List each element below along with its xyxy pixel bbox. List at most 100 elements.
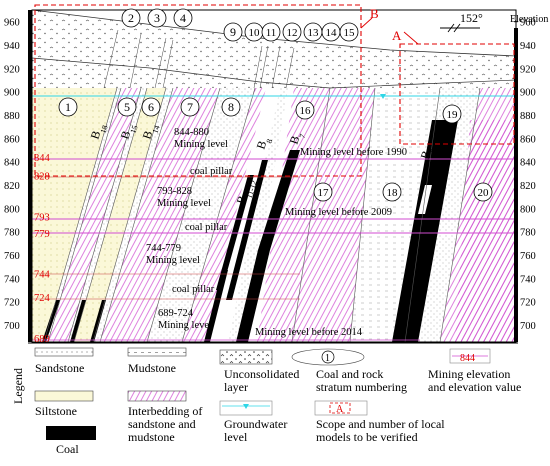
local-model-box-b: B bbox=[34, 4, 379, 177]
orientation-indicator: 152° bbox=[440, 11, 483, 33]
elevation-axis-label: Elevation (m) bbox=[510, 14, 550, 25]
elevation-tick-left: 860 bbox=[4, 134, 20, 145]
stratum-number-5: 5 bbox=[117, 97, 137, 117]
stratum-number-6: 6 bbox=[141, 97, 161, 117]
elevation-tick-left: 920 bbox=[4, 64, 20, 75]
svg-text:4: 4 bbox=[180, 11, 186, 25]
legend-sandstone-swatch bbox=[34, 347, 94, 357]
svg-text:1: 1 bbox=[65, 100, 71, 114]
stratum-number-7: 7 bbox=[180, 97, 200, 117]
stratum-18 bbox=[350, 88, 440, 342]
coal-pillar-3: coal pillar bbox=[172, 284, 215, 295]
legend-numbering-label: Coal and rock stratum numbering bbox=[316, 367, 407, 394]
legend-mining-elev-sample: 844 bbox=[460, 353, 475, 364]
stratum-number-9: 9 bbox=[223, 22, 243, 42]
stratum-number-12: 12 bbox=[282, 22, 302, 42]
legend-mining-elev-label: Mining elevation and elevation value bbox=[428, 367, 522, 394]
elevation-tick-right: 960 bbox=[520, 18, 536, 29]
svg-text:12: 12 bbox=[287, 27, 298, 39]
stratum-number-4: 4 bbox=[173, 8, 193, 28]
legend-scope-swatch bbox=[314, 400, 368, 416]
label-before-2014: Mining level before 2014 bbox=[255, 327, 363, 338]
seam-b7-b bbox=[236, 250, 270, 342]
svg-text:13: 13 bbox=[308, 27, 320, 39]
legend-siltstone-label: Siltstone bbox=[35, 404, 78, 418]
legend-numbering-sample: 1 bbox=[325, 353, 330, 364]
elevation-tick-left: 880 bbox=[4, 111, 20, 122]
legend-unconsolidated-swatch bbox=[219, 349, 273, 365]
elevation-tick-left: 940 bbox=[4, 41, 20, 52]
svg-text:15: 15 bbox=[344, 27, 356, 39]
svg-text:9: 9 bbox=[230, 25, 236, 39]
local-model-box-a: A bbox=[392, 28, 515, 145]
stratum-number-1: 1 bbox=[58, 97, 78, 117]
seam-b11-12-b bbox=[216, 175, 254, 290]
elevation-tick-left: 960 bbox=[4, 18, 20, 29]
elevation-tick-left: 820 bbox=[4, 181, 20, 192]
elevation-tick-right: 720 bbox=[520, 298, 536, 309]
stratum-number-16: 16 bbox=[295, 100, 315, 120]
bedrock-surface bbox=[31, 57, 517, 89]
elevation-tick-left: 740 bbox=[4, 274, 20, 285]
svg-text:16: 16 bbox=[300, 105, 312, 117]
legend-numbering-swatch bbox=[291, 348, 365, 366]
stratum-number-15: 15 bbox=[339, 22, 359, 42]
elevation-tick-left: 900 bbox=[4, 88, 20, 99]
legend-interbedding-label: Interbedding of sandstone and mudstone bbox=[128, 404, 203, 444]
stratum-number-3: 3 bbox=[147, 8, 167, 28]
stratum-number-19: 19 bbox=[442, 104, 462, 124]
mining-elevation-value: 689 bbox=[34, 334, 50, 345]
legend-coal-label: Coal bbox=[56, 442, 79, 456]
seam-b8 bbox=[226, 160, 268, 300]
stratum-17 bbox=[292, 88, 375, 342]
label-before-1990: Mining level before 1990 bbox=[300, 147, 407, 158]
elevation-tick-left: 700 bbox=[4, 321, 20, 332]
svg-text:8: 8 bbox=[228, 100, 234, 114]
seam-b6 bbox=[392, 120, 458, 342]
stratum-number-20: 20 bbox=[473, 182, 493, 202]
stratum-3 bbox=[48, 88, 141, 342]
legend-groundwater-label: Groundwater level bbox=[224, 417, 288, 444]
stratum-number-14: 14 bbox=[321, 22, 341, 42]
legend-mudstone-label: Mudstone bbox=[128, 361, 176, 375]
legend-sandstone-label: Sandstone bbox=[35, 361, 85, 375]
legend-mining-elev-swatch bbox=[449, 348, 491, 364]
elevation-tick-right: 820 bbox=[520, 181, 536, 192]
elevation-tick-right: 940 bbox=[520, 41, 536, 52]
stratum-16 bbox=[257, 88, 330, 342]
stratum-number-18: 18 bbox=[382, 182, 402, 202]
legend-interbedding-swatch bbox=[127, 390, 187, 402]
stratum-7 bbox=[100, 88, 220, 342]
mining-elevation-value: 744 bbox=[34, 270, 51, 281]
coal-pillar-2: coal pillar bbox=[185, 222, 228, 233]
stratum-number-10: 10 bbox=[244, 22, 264, 42]
mining-elevation-value: 844 bbox=[34, 153, 51, 164]
seam-b6-gap bbox=[418, 185, 432, 214]
svg-text:7: 7 bbox=[187, 100, 193, 114]
stratum-number-2: 2 bbox=[121, 8, 141, 28]
mining-elevation-value: 724 bbox=[34, 293, 51, 304]
legend-mudstone-swatch bbox=[127, 347, 187, 357]
stratum-number-13: 13 bbox=[303, 22, 323, 42]
groundwater-marker bbox=[380, 94, 386, 99]
elevation-tick-right: 920 bbox=[520, 64, 536, 75]
label-before-2009: Mining level before 2009 bbox=[285, 207, 392, 218]
mining-elevation-value: 793 bbox=[34, 213, 50, 224]
legend-scope-sample: A bbox=[336, 404, 344, 415]
right-axis: 9609409209008808608408208007807607407207… bbox=[510, 14, 550, 342]
elevation-tick-right: 740 bbox=[520, 274, 536, 285]
left-axis: 9609409209008808608408208007807607407207… bbox=[4, 10, 32, 342]
region-b-label: B bbox=[370, 6, 379, 21]
elevation-tick-left: 780 bbox=[4, 228, 20, 239]
elevation-tick-right: 860 bbox=[520, 134, 536, 145]
svg-text:19: 19 bbox=[447, 109, 459, 121]
stratum-6 bbox=[93, 88, 173, 342]
svg-text:5: 5 bbox=[124, 100, 130, 114]
seam-b15 bbox=[70, 300, 86, 342]
mining-elevation-value: 828 bbox=[34, 172, 50, 183]
